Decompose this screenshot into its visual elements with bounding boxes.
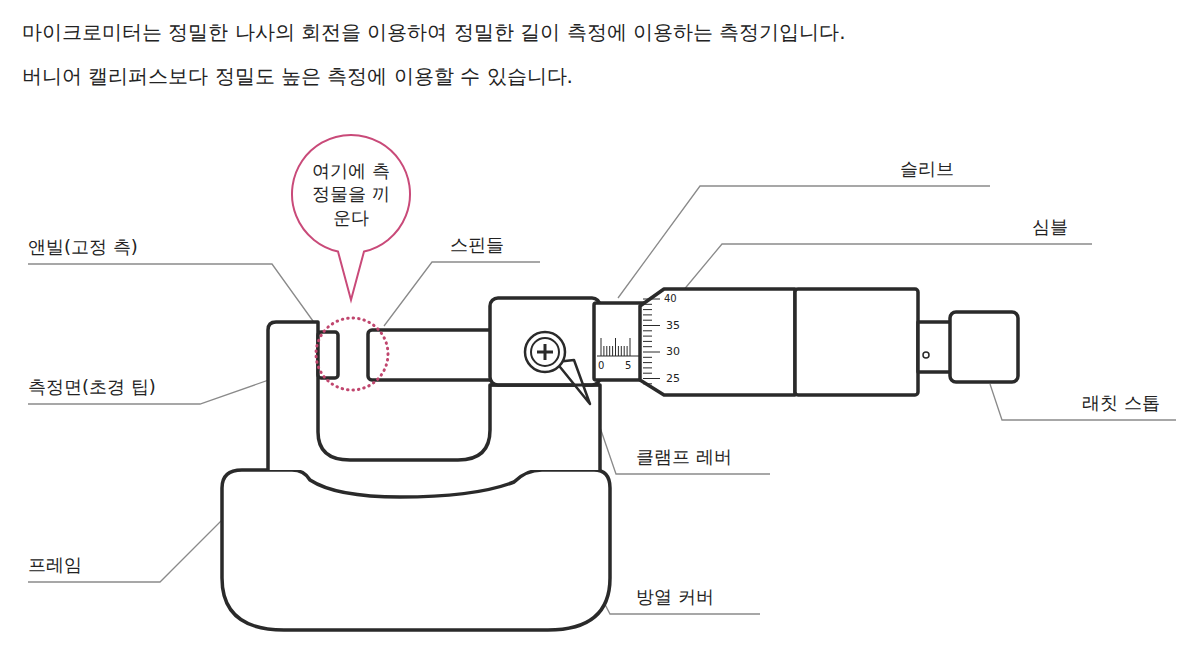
sleeve-tick — [606, 346, 607, 356]
sleeve-tick — [630, 338, 631, 356]
leader-line — [28, 506, 236, 582]
leader-line — [990, 384, 1176, 420]
clamp-screw — [531, 338, 559, 366]
callout-bubble: 여기에 측정물을 끼운다 — [289, 132, 413, 256]
part-name: 프레임 — [28, 554, 82, 576]
thimble-tick — [643, 304, 652, 305]
callout-text: 여기에 측정물을 끼운다 — [309, 159, 393, 229]
thimble-tick — [643, 367, 652, 368]
part-name: 클램프 레버 — [636, 446, 732, 468]
part-name: 슬리브 — [900, 158, 954, 180]
sleeve-tick — [603, 346, 604, 356]
thimble-tick — [643, 325, 660, 326]
sleeve-tick — [618, 346, 619, 356]
sleeve-tick — [601, 338, 602, 356]
thimble-rear — [795, 289, 918, 395]
intro-text: 버니어 캘리퍼스보다 정밀도 높은 측정에 이용할 수 있습니다. — [22, 64, 573, 88]
clamp-knob — [525, 332, 565, 372]
sleeve-tick — [627, 346, 628, 356]
thimble-tick — [643, 320, 652, 321]
thimble-tick — [643, 383, 652, 384]
leader-line — [682, 244, 1092, 292]
leader-line — [592, 404, 770, 474]
scale-number: 0 — [598, 360, 604, 372]
leader-line — [28, 264, 318, 328]
ratchet-pin — [923, 352, 929, 358]
sleeve-tick — [615, 338, 616, 356]
thimble-tick — [643, 352, 660, 353]
thimble-tick — [643, 378, 660, 379]
thimble-tick — [643, 314, 652, 315]
sleeve-tick — [621, 346, 622, 356]
thimble-tick — [643, 373, 652, 374]
scale-number: 30 — [666, 345, 680, 358]
sleeve-tick — [624, 346, 625, 356]
thimble-tick — [643, 299, 660, 300]
measure-zone — [316, 318, 388, 390]
sleeve-tick — [612, 346, 613, 356]
thimble-tick — [643, 336, 652, 337]
sleeve-tick — [609, 346, 610, 356]
sleeve — [594, 303, 646, 380]
thimble-tick — [643, 341, 652, 342]
intro-text: 마이크로미터는 정밀한 나사의 회전을 이용하여 정밀한 길이 측정에 이용하는… — [22, 20, 846, 44]
clamp-lever — [556, 360, 590, 404]
part-name: 심블 — [1032, 216, 1068, 238]
thimble-tick — [643, 330, 652, 331]
part-name: 측정면(초경 팁) — [28, 376, 156, 398]
thimble-tick — [643, 357, 652, 358]
frame — [268, 322, 600, 470]
part-name: 앤빌(고정 측) — [28, 236, 138, 258]
ratchet-head — [950, 312, 1018, 382]
thimble-tick — [643, 309, 652, 310]
ratchet-neck — [918, 322, 952, 372]
scale-number: 25 — [666, 372, 680, 385]
spindle-body — [490, 298, 600, 385]
leader-line — [618, 186, 990, 298]
frame-edge — [490, 384, 600, 387]
scale-number: 40 — [664, 293, 677, 305]
bubble-shape — [292, 135, 410, 300]
thimble — [640, 289, 795, 395]
scale-number: 5 — [625, 360, 631, 372]
part-name: 래칫 스톱 — [1082, 392, 1160, 414]
scale-ticks — [597, 299, 660, 384]
thimble-tick — [643, 362, 652, 363]
thimble-tick — [643, 346, 652, 347]
scale-number: 35 — [666, 319, 680, 332]
part-name: 방열 커버 — [636, 586, 714, 608]
part-name: 스핀들 — [450, 234, 504, 256]
clamp-cross — [537, 344, 553, 360]
heat-cover — [222, 470, 610, 630]
